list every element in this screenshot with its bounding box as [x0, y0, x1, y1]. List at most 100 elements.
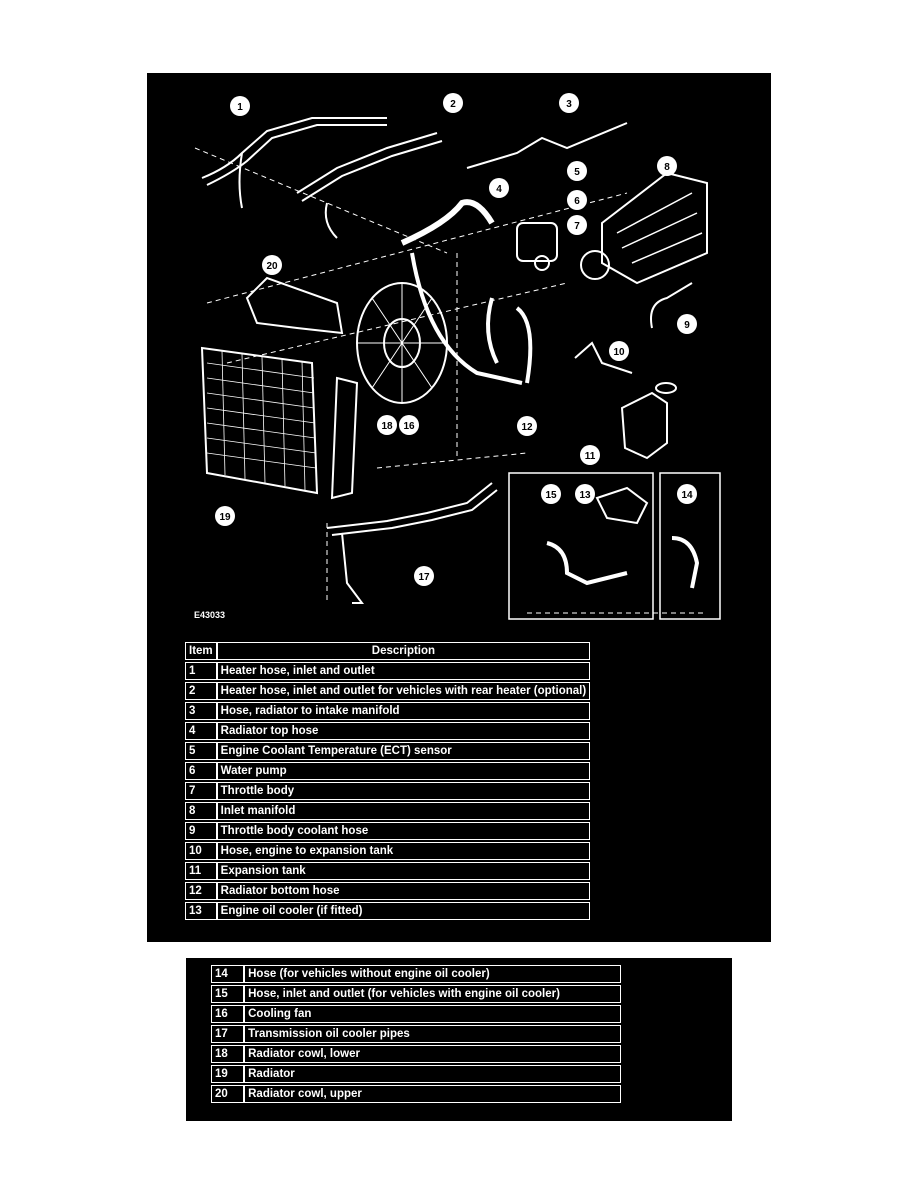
callout-17: 17 — [414, 566, 434, 586]
callout-6: 6 — [567, 190, 587, 210]
callout-11: 11 — [580, 445, 600, 465]
coolant-pipe — [410, 252, 523, 385]
callout-18: 18 — [377, 415, 397, 435]
row-item-number: 16 — [211, 1005, 245, 1023]
row-item-number: 12 — [185, 882, 217, 900]
row-description: Heater hose, inlet and outlet for vehicl… — [216, 682, 591, 700]
heater-hose-2-upper — [296, 132, 438, 194]
row-item-number: 3 — [185, 702, 217, 720]
trans-pipe-lower — [331, 489, 498, 536]
row-item-number: 15 — [211, 985, 245, 1003]
heater-hose-2-branch — [324, 202, 338, 239]
inset-hose-14 — [671, 536, 700, 589]
row-description: Hose, radiator to intake manifold — [216, 702, 591, 720]
row-item-number: 1 — [185, 662, 217, 680]
expansion-hose — [574, 341, 633, 374]
bottom-hose-lower — [515, 306, 533, 384]
inset-box-14 — [659, 472, 721, 620]
trans-pipe-drop — [341, 532, 364, 604]
svg-text:7: 7 — [574, 221, 580, 232]
callout-1: 1 — [230, 96, 250, 116]
callout-9: 9 — [677, 314, 697, 334]
legend-header-row: Item Description — [185, 642, 591, 660]
row-item-number: 5 — [185, 742, 217, 760]
row-description: Engine Coolant Temperature (ECT) sensor — [216, 742, 591, 760]
upper-cowl-shape — [245, 276, 344, 335]
row-item-number: 19 — [211, 1065, 245, 1083]
expansion-cap — [655, 382, 677, 394]
row-description: Water pump — [216, 762, 591, 780]
callout-3: 3 — [559, 93, 579, 113]
svg-text:3: 3 — [566, 99, 572, 110]
radiator-fins — [206, 350, 317, 491]
svg-text:19: 19 — [219, 512, 231, 523]
row-item-number: 18 — [211, 1045, 245, 1063]
row-item-number: 10 — [185, 842, 217, 860]
radiator-top-hose — [400, 199, 495, 246]
row-description: Hose, inlet and outlet (for vehicles wit… — [244, 985, 621, 1003]
heater-hose-1-upper — [201, 117, 387, 179]
row-item-number: 6 — [185, 762, 217, 780]
row-description: Radiator cowl, upper — [244, 1085, 621, 1103]
svg-text:10: 10 — [613, 347, 625, 358]
inlet-manifold-shape — [601, 171, 708, 285]
row-description: Radiator bottom hose — [216, 882, 591, 900]
row-description: Engine oil cooler (if fitted) — [216, 902, 591, 920]
callout-12: 12 — [517, 416, 537, 436]
row-item-number: 14 — [211, 965, 245, 983]
callout-markers: 1 2 3 4 5 6 7 8 9 10 11 12 13 14 15 16 1… — [215, 93, 697, 586]
throttle-body-shape — [580, 250, 610, 280]
water-pump-pulley — [534, 255, 550, 271]
callout-5: 5 — [567, 161, 587, 181]
row-description: Expansion tank — [216, 862, 591, 880]
callout-15: 15 — [541, 484, 561, 504]
row-description: Throttle body coolant hose — [216, 822, 591, 840]
callout-20: 20 — [262, 255, 282, 275]
fan-blades — [357, 283, 447, 403]
heater-hose-1-branch — [238, 152, 243, 209]
inset-box-13-15 — [508, 472, 654, 620]
row-description: Transmission oil cooler pipes — [244, 1025, 621, 1043]
hose-3 — [466, 122, 628, 169]
svg-text:15: 15 — [545, 490, 557, 501]
expansion-tank-shape — [620, 391, 668, 460]
callout-2: 2 — [443, 93, 463, 113]
row-description: Hose (for vehicles without engine oil co… — [244, 965, 621, 983]
row-description: Radiator — [244, 1065, 621, 1083]
svg-text:14: 14 — [681, 490, 693, 501]
bottom-hose-upper — [486, 297, 499, 364]
svg-text:5: 5 — [574, 167, 580, 178]
row-item-number: 9 — [185, 822, 217, 840]
row-description: Cooling fan — [244, 1005, 621, 1023]
row-description: Heater hose, inlet and outlet — [216, 662, 591, 680]
svg-text:18: 18 — [381, 421, 393, 432]
row-item-number: 7 — [185, 782, 217, 800]
svg-text:6: 6 — [574, 196, 580, 207]
row-item-number: 17 — [211, 1025, 245, 1043]
svg-text:16: 16 — [403, 421, 415, 432]
row-item-number: 4 — [185, 722, 217, 740]
row-description: Inlet manifold — [216, 802, 591, 820]
svg-text:4: 4 — [496, 184, 502, 195]
water-pump-shape — [516, 222, 558, 262]
row-description: Radiator top hose — [216, 722, 591, 740]
callout-4: 4 — [489, 178, 509, 198]
heater-hose-1-lower — [206, 124, 387, 186]
figure-code: E43033 — [194, 610, 226, 620]
